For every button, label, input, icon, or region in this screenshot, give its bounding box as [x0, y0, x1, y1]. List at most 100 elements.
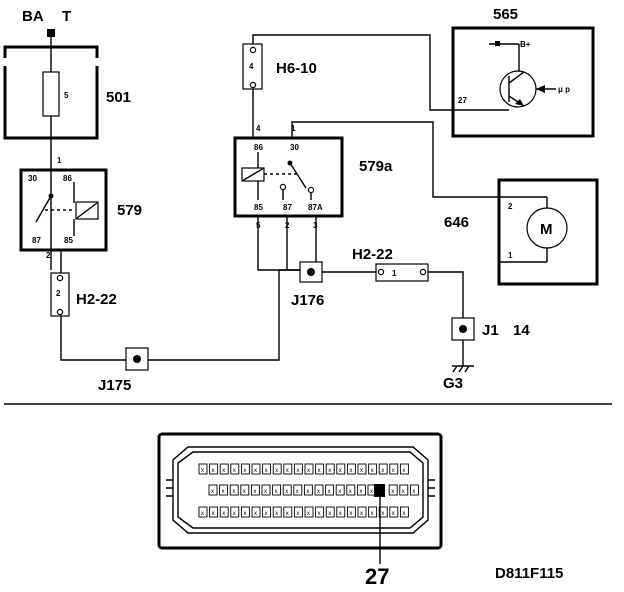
- h222-right-pin: 1: [392, 269, 397, 278]
- connector-pin-cavity: [325, 463, 335, 475]
- relay579a-pin85: 85: [254, 203, 263, 212]
- connector-pin-mark: x: [265, 468, 268, 474]
- connector-pin-cavity: [251, 506, 261, 518]
- connector-pin-mark: x: [243, 511, 246, 517]
- connector-pin-cavity: [378, 463, 388, 475]
- figure-code: D811F115: [495, 565, 563, 582]
- connector-pin-cavity: [209, 506, 219, 518]
- ecu-id: 565: [493, 6, 518, 23]
- splice-j175-label: J175: [98, 377, 131, 394]
- connector-pin-cavity: [209, 463, 219, 475]
- h610-label: H6-10: [276, 60, 317, 77]
- connector-pin-cavity: [399, 506, 409, 518]
- connector-pin-mark: x: [286, 511, 289, 517]
- connector-pin-mark: x: [201, 511, 204, 517]
- connector-pin-mark: x: [233, 468, 236, 474]
- connector-pin-cavity: [282, 484, 292, 496]
- battery-label-ba: BA: [22, 8, 44, 25]
- connector-pin-mark: x: [306, 489, 309, 495]
- motor-pin1: 1: [508, 251, 513, 260]
- connector-h6-10: 4: [242, 43, 263, 90]
- ground-j1: [451, 317, 475, 341]
- connector-pin-mark: x: [211, 489, 214, 495]
- connector-pin-mark: x: [360, 468, 363, 474]
- relay-579: 1 30 86 87 85: [19, 156, 108, 252]
- connector-pin-mark: x: [402, 511, 405, 517]
- fuse-pin-label: 5: [64, 91, 69, 100]
- connector-pin-mark: x: [254, 511, 257, 517]
- connector-pin-mark: x: [328, 468, 331, 474]
- relay579a-pin87: 87: [283, 203, 292, 212]
- connector-pin-cavity: [304, 506, 314, 518]
- connector-pin-cavity: [335, 484, 345, 496]
- connector-pin-cavity: [346, 463, 356, 475]
- connector-pin-cavity: [293, 463, 303, 475]
- motor-id: 646: [444, 214, 469, 231]
- ecu-connector-pin-27-marker: [374, 484, 385, 497]
- connector-pin-mark: x: [222, 511, 225, 517]
- ecu-mup: μ p: [558, 85, 570, 94]
- connector-pin-cavity: [346, 506, 356, 518]
- h222-left-label: H2-22: [76, 291, 117, 308]
- fuse-501: 5: [3, 45, 99, 140]
- connector-pin-mark: x: [307, 468, 310, 474]
- connector-pin-cavity: [250, 484, 260, 496]
- connector-pin-mark: x: [307, 511, 310, 517]
- connector-pin-mark: x: [402, 468, 405, 474]
- connector-pin-mark: x: [339, 511, 342, 517]
- relay579a-id: 579a: [359, 158, 393, 175]
- motor-letter: M: [540, 221, 553, 238]
- connector-pin-mark: x: [402, 489, 405, 495]
- splice-j176: [299, 261, 323, 283]
- connector-pin-cavity: [240, 506, 250, 518]
- connector-pin-cavity: [315, 506, 325, 518]
- connector-pin-cavity: [368, 463, 378, 475]
- relay579-id: 579: [117, 202, 142, 219]
- connector-pin-mark: x: [412, 489, 415, 495]
- connector-pin-cavity: [325, 484, 335, 496]
- relay579-pin30: 30: [28, 174, 37, 183]
- connector-pin-mark: x: [243, 468, 246, 474]
- connector-pin-mark: x: [275, 489, 278, 495]
- connector-pin-mark: x: [296, 489, 299, 495]
- motor-pin2: 2: [508, 202, 513, 211]
- connector-pin-mark: x: [349, 511, 352, 517]
- connector-pin-cavity: [251, 463, 261, 475]
- h610-pin: 4: [249, 62, 254, 71]
- connector-pin-mark: x: [391, 489, 394, 495]
- connector-pin-cavity: [357, 506, 367, 518]
- ecu-pin27: 27: [458, 96, 467, 105]
- connector-pin-mark: x: [232, 489, 235, 495]
- connector-pin-cavity: [304, 463, 314, 475]
- connector-pin-mark: x: [318, 468, 321, 474]
- connector-pin-cavity: [325, 506, 335, 518]
- splice-j175: [125, 347, 149, 371]
- connector-pin-cavity: [272, 463, 282, 475]
- connector-pin-mark: x: [201, 468, 204, 474]
- h222-right-label: H2-22: [352, 246, 393, 263]
- connector-pin-mark: x: [360, 511, 363, 517]
- connector-pin-cavity: [388, 484, 398, 496]
- relay579a-pin4: 4: [256, 124, 261, 133]
- connector-pin-mark: x: [359, 489, 362, 495]
- connector-pin-cavity: [346, 484, 356, 496]
- connector-pin-mark: x: [275, 511, 278, 517]
- connector-pin-cavity: [261, 484, 271, 496]
- connector-pin-mark: x: [392, 511, 395, 517]
- connector-pin-cavity: [315, 463, 325, 475]
- connector-h2-22-left: 2: [50, 272, 70, 317]
- connector-pin-cavity: [293, 484, 303, 496]
- connector-pin-cavity: [219, 506, 229, 518]
- relay579-pin-bottom: 2: [46, 251, 51, 260]
- connector-pin-mark: x: [222, 468, 225, 474]
- connector-pin-cavity: [230, 506, 240, 518]
- relay-579a: 4 1 86 30 85 87 87A: [233, 124, 344, 218]
- connector-pin-cavity: [409, 484, 419, 496]
- connector-pin-mark: x: [243, 489, 246, 495]
- connector-pin-cavity: [198, 506, 208, 518]
- ground-j1-label: J1: [482, 322, 499, 339]
- connector-pin-mark: x: [371, 511, 374, 517]
- connector-pin-cavity: [240, 484, 250, 496]
- connector-h2-22-right: 1: [375, 263, 429, 282]
